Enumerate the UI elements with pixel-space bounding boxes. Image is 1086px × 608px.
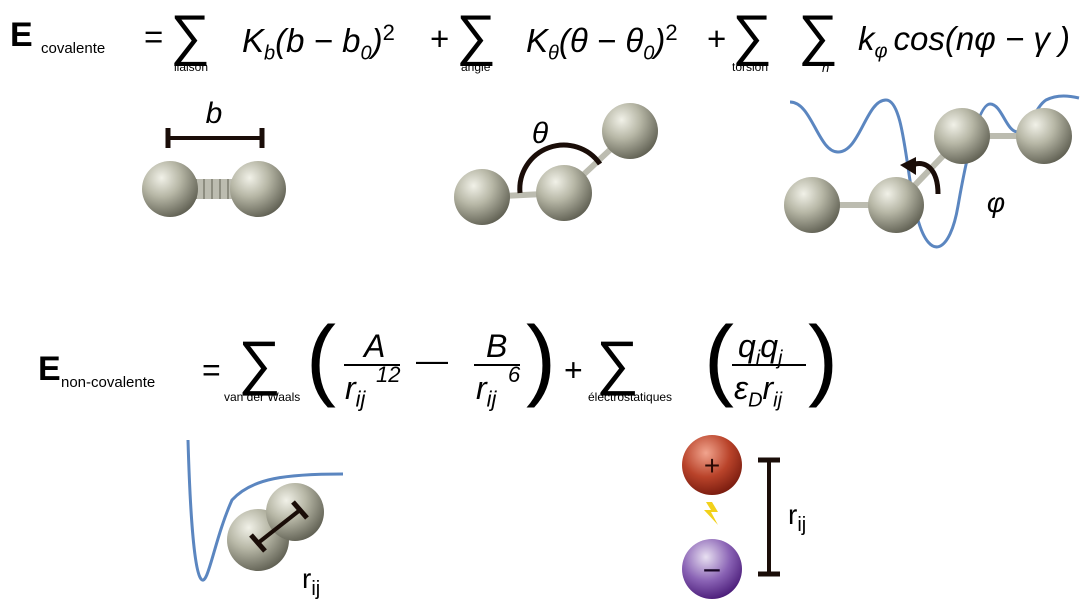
distance-bar-end	[291, 500, 309, 520]
fraction-bar	[732, 364, 806, 366]
noncovalent-subscript: non-covalente	[61, 374, 156, 391]
angle-arc	[517, 142, 603, 194]
atom-icon	[142, 161, 198, 217]
plus-2: +	[707, 20, 727, 57]
noncovalent-plus: +	[564, 352, 583, 388]
electrostatic-diagram: + − rij	[682, 435, 806, 599]
sum-torsion-label: torsion	[732, 60, 769, 74]
vdw-minus: —	[416, 342, 448, 378]
sum-n-symbol: ∑	[798, 3, 838, 66]
vdw-numerator-B: B	[486, 328, 508, 364]
elec-distance-label: rij	[788, 499, 806, 536]
covalent-E: E	[10, 16, 33, 54]
atom-icon	[454, 169, 510, 225]
vdw-close-paren: )	[526, 309, 556, 409]
term-kb: Kb(b − b0)2	[242, 20, 395, 65]
term-ktheta: Kθ(θ − θ0)2	[526, 20, 678, 65]
covalent-subscript: covalente	[41, 40, 106, 57]
distance-bar	[256, 508, 302, 545]
sum-vdw-symbol: ∑	[238, 329, 281, 396]
vdw-denominator-r12: rij	[345, 370, 366, 412]
torsion-diagram: φ	[784, 94, 1080, 249]
elec-denominator: εDrij	[734, 370, 783, 412]
angle-label: θ	[532, 117, 549, 150]
spark-icon	[704, 502, 718, 525]
elec-open-paren: (	[704, 309, 734, 409]
vdw-exponent-12: 12	[376, 362, 401, 387]
bond-label: b	[206, 97, 223, 130]
bond-diagram: b	[142, 97, 286, 217]
angle-diagram: θ	[454, 103, 658, 225]
negative-sign: −	[703, 552, 722, 588]
elec-close-paren: )	[808, 309, 838, 409]
atom-icon	[868, 177, 924, 233]
atom-icon	[934, 108, 990, 164]
elec-numerator: qiqj	[738, 328, 783, 370]
noncovalent-E: E	[38, 350, 61, 388]
atom-icon	[536, 165, 592, 221]
atom-icon	[230, 161, 286, 217]
positive-sign: +	[704, 450, 720, 481]
vdw-diagram: rij	[186, 439, 344, 600]
torsion-label: φ	[987, 187, 1005, 218]
covalent-equals: =	[144, 18, 164, 55]
atom-icon	[784, 177, 840, 233]
sum-elec-symbol: ∑	[596, 329, 639, 396]
arrowhead-icon	[900, 157, 916, 175]
vdw-open-paren: (	[306, 309, 336, 409]
sum-vdw-label: van der Waals	[224, 390, 301, 404]
sum-angle-label: angle	[461, 60, 491, 74]
plus-1: +	[430, 20, 450, 57]
negative-charge-icon	[682, 539, 742, 599]
vdw-exponent-6: 6	[508, 362, 521, 387]
vdw-distance-label: rij	[302, 563, 320, 600]
sum-elec-label: éléctrostatiques	[588, 390, 673, 404]
sum-liaison-label: liaison	[174, 60, 209, 74]
potential-curve	[186, 439, 344, 582]
fraction-bar	[344, 364, 400, 366]
atom-icon	[1016, 108, 1072, 164]
sum-liaison-symbol: ∑	[170, 3, 210, 66]
vdw-numerator-A: A	[364, 328, 386, 364]
positive-charge-icon	[682, 435, 742, 495]
vdw-denominator-r6: rij	[476, 370, 497, 412]
atom-icon	[602, 103, 658, 159]
distance-bar-end	[249, 533, 267, 553]
sum-torsion-symbol: ∑	[732, 3, 772, 66]
sum-angle-symbol: ∑	[456, 3, 496, 66]
noncovalent-equals: =	[202, 352, 221, 388]
fraction-bar	[474, 364, 520, 366]
sum-n-label: n	[822, 60, 830, 75]
